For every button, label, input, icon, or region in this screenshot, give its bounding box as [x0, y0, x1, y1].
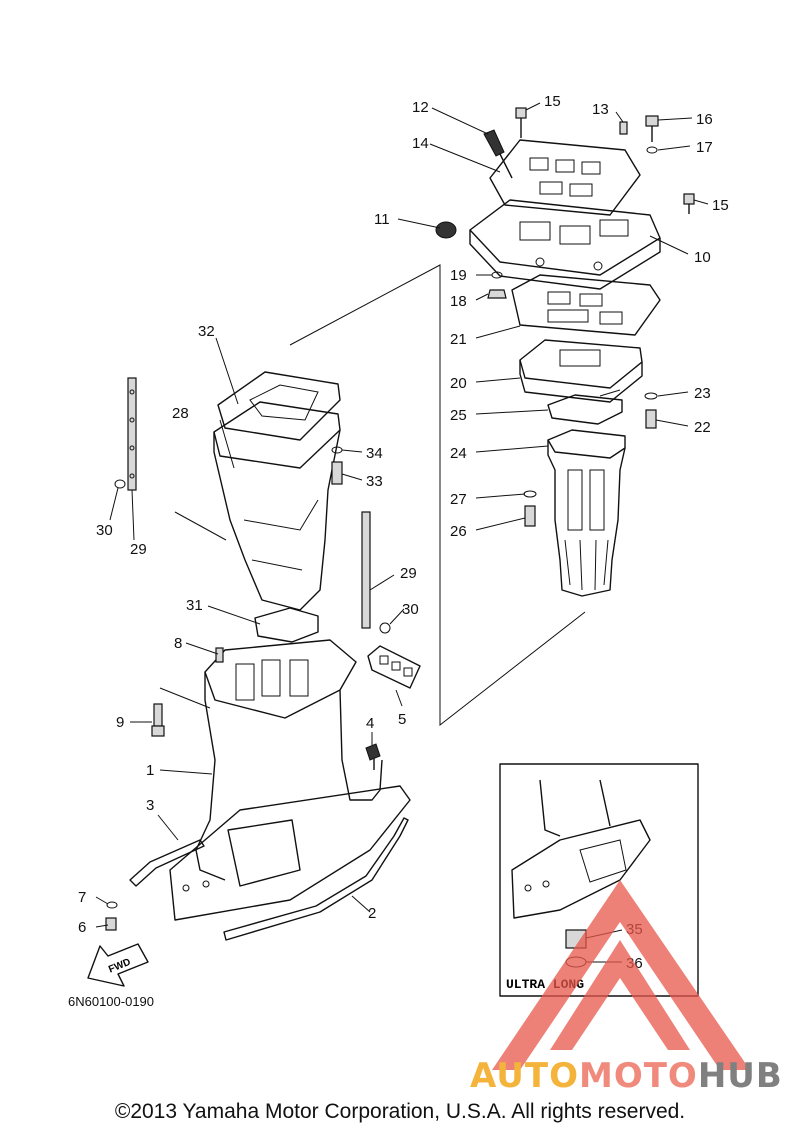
watermark-part-moto: MOTO [578, 1056, 698, 1096]
callout-26: 26 [450, 523, 467, 540]
diagram-code: 6N60100-0190 [68, 994, 155, 1009]
callout-17: 17 [696, 139, 713, 156]
upper-casing-assembly [129, 371, 411, 941]
callout-15a: 15 [544, 93, 561, 110]
callout-30b: 30 [402, 601, 419, 618]
callout-5: 5 [398, 711, 406, 728]
fasteners-upper [435, 107, 695, 527]
watermark-part-auto: AUTO [470, 1056, 579, 1096]
callout-28: 28 [172, 405, 189, 422]
callout-3: 3 [146, 797, 154, 814]
callout-10: 10 [694, 249, 711, 266]
callout-29b: 29 [400, 565, 417, 582]
leader-lines [95, 102, 709, 963]
callout-33: 33 [366, 473, 383, 490]
callout-8: 8 [174, 635, 182, 652]
callout-29a: 29 [130, 541, 147, 558]
callout-20: 20 [450, 375, 467, 392]
callout-13: 13 [592, 101, 609, 118]
callout-9: 9 [116, 714, 124, 731]
watermark-part-hub: HUB [697, 1056, 783, 1096]
watermark-text: AUTOMOTOHUB [470, 1056, 783, 1096]
callout-25: 25 [450, 407, 467, 424]
callout-18: 18 [450, 293, 467, 310]
callout-32: 32 [198, 323, 215, 340]
callout-22: 22 [694, 419, 711, 436]
callout-24: 24 [450, 445, 467, 462]
callout-1: 1 [146, 762, 154, 779]
reference-lines [159, 264, 621, 727]
callout-21: 21 [450, 331, 467, 348]
callout-34: 34 [366, 445, 383, 462]
callout-30a: 30 [96, 522, 113, 539]
callout-31: 31 [186, 597, 203, 614]
callout-27: 27 [450, 491, 467, 508]
callout-4: 4 [366, 715, 374, 732]
callout-14: 14 [412, 135, 429, 152]
callout-6: 6 [78, 919, 86, 936]
copyright-notice: ©2013 Yamaha Motor Corporation, U.S.A. A… [114, 1100, 686, 1123]
callout-15b: 15 [712, 197, 729, 214]
callout-labels: 1 2 3 4 5 6 7 8 9 10 11 12 13 14 15 15 1… [78, 93, 729, 992]
callout-16: 16 [696, 111, 713, 128]
callout-7: 7 [78, 889, 86, 906]
exhaust-guide-assembly [469, 139, 661, 597]
callout-23: 23 [694, 385, 711, 402]
callout-11: 11 [374, 211, 390, 228]
callout-19: 19 [450, 267, 467, 284]
callout-2: 2 [368, 905, 376, 922]
callout-12: 12 [412, 99, 429, 116]
watermark-logo [492, 880, 750, 1070]
